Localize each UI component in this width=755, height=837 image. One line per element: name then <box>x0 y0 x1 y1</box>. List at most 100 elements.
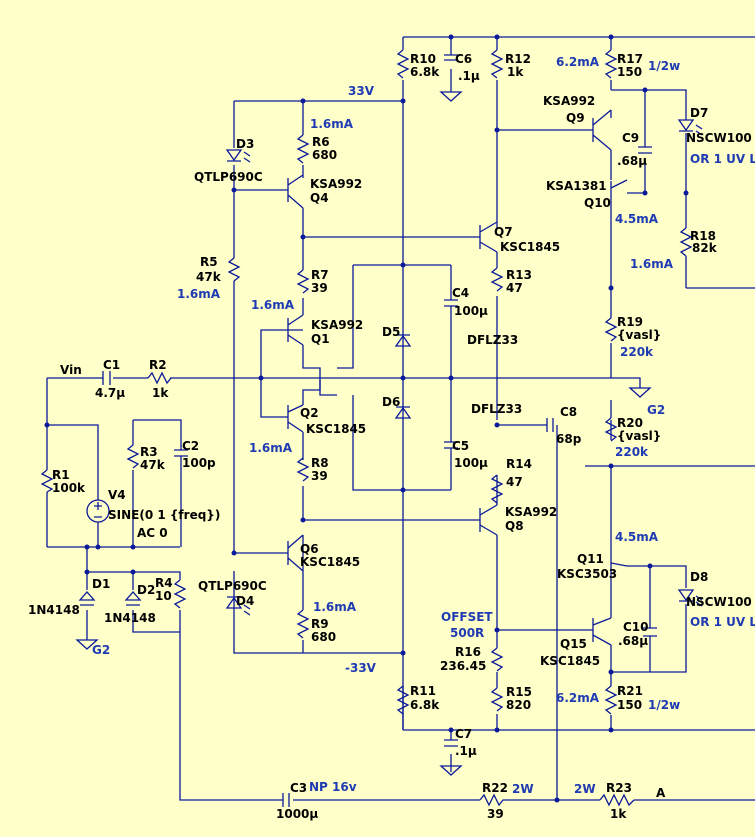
c7-value: .1µ <box>455 744 477 758</box>
r5-symbol <box>227 257 241 282</box>
q15-symbol <box>592 617 612 646</box>
r14-ref: R14 <box>506 457 532 471</box>
junctions <box>44 34 689 803</box>
c8-symbol <box>546 418 554 432</box>
capacitors <box>102 54 657 807</box>
r19-value: {vasl} <box>617 328 661 342</box>
q10-current: 4.5mA <box>615 212 659 226</box>
r17-value: 150 <box>617 65 642 79</box>
d7-alt: OR 1 UV LI <box>690 152 755 166</box>
q11-part: KSC3503 <box>557 567 617 581</box>
c2-value: 100p <box>182 456 216 470</box>
d2-ref: D2 <box>137 583 155 597</box>
q15-ref: Q15 <box>560 637 587 651</box>
v4-value: SINE(0 1 {freq}) <box>108 508 220 522</box>
r6-current: 1.6mA <box>310 117 354 131</box>
r13-symbol <box>490 267 504 292</box>
c1-ref: C1 <box>103 358 120 372</box>
r15-symbol <box>490 687 504 712</box>
r10-symbol <box>396 49 410 79</box>
c6-symbol <box>444 54 458 61</box>
net-33v: 33V <box>348 84 375 98</box>
q1-current: 1.6mA <box>251 298 295 312</box>
d4-symbol <box>225 596 251 616</box>
r20-value: {vasl} <box>617 429 661 443</box>
q11-ref: Q11 <box>577 552 604 566</box>
c4-value: 100µ <box>454 304 488 318</box>
net-minus-33v: -33V <box>345 661 377 675</box>
r4-value: 10 <box>155 589 172 603</box>
c9-ref: C9 <box>622 131 639 145</box>
c4-symbol <box>444 299 458 307</box>
c4-ref: C4 <box>452 286 469 300</box>
r12-value: 1k <box>507 65 524 79</box>
c10-ref: C10 <box>623 620 649 634</box>
c1-symbol <box>102 371 111 385</box>
c8-value: 68p <box>556 432 582 446</box>
c2-symbol <box>174 449 188 457</box>
grounds <box>75 91 652 776</box>
r21-power: 1/2w <box>648 698 680 712</box>
r12-symbol <box>490 49 504 79</box>
r21-symbol <box>604 685 618 715</box>
diodes <box>78 119 703 616</box>
d8-symbol <box>677 589 703 607</box>
r23-symbol <box>599 793 635 807</box>
r6-ref: R6 <box>312 135 330 149</box>
c7-symbol <box>444 739 458 747</box>
q2-symbol <box>287 404 304 433</box>
q9-part: KSA992 <box>543 94 595 108</box>
c6-ref: C6 <box>455 52 472 66</box>
d6-symbol <box>394 406 412 419</box>
r10-value: 6.8k <box>410 65 440 79</box>
r18-ref: R18 <box>690 229 716 243</box>
labels: 33V -33V Vin G2 G2 A R10 6.8k C6 .1µ R12… <box>28 52 755 821</box>
c1-value: 4.7µ <box>95 386 125 400</box>
r14-value: 47 <box>506 475 523 489</box>
d8-ref: D8 <box>690 570 708 584</box>
d8-part: NSCW100 <box>686 595 752 609</box>
q7-symbol <box>479 221 498 253</box>
c5-symbol <box>444 441 458 449</box>
q10-symbol <box>610 179 628 212</box>
transistors <box>287 109 628 646</box>
dflz33-b: DFLZ33 <box>471 402 522 416</box>
offset-value: 500R <box>450 626 484 640</box>
q7-part: KSC1845 <box>500 240 560 254</box>
d8-alt: OR 1 UV LI <box>690 615 755 629</box>
q10-part: KSA1381 <box>546 179 607 193</box>
v4-ref: V4 <box>108 488 126 502</box>
q4-symbol <box>287 174 304 209</box>
r15-ref: R15 <box>506 685 532 699</box>
dflz33-a: DFLZ33 <box>467 333 518 347</box>
r16-symbol <box>490 647 504 672</box>
q2-current: 1.6mA <box>249 441 293 455</box>
r23-value: 1k <box>610 807 627 821</box>
r8-symbol <box>296 457 310 482</box>
r15-value: 820 <box>506 698 531 712</box>
r21-value: 150 <box>617 698 642 712</box>
r22-power: 2W <box>512 782 534 796</box>
r7-ref: R7 <box>311 268 329 282</box>
r8-ref: R8 <box>311 456 329 470</box>
d7-part: NSCW100 <box>686 131 752 145</box>
d4-part: QTLP690C <box>198 579 267 593</box>
r6-value: 680 <box>312 148 337 162</box>
r23-power: 2W <box>574 782 596 796</box>
d5-symbol <box>394 334 412 347</box>
c9-value: .68µ <box>617 154 647 168</box>
r17-power: 1/2w <box>648 59 680 73</box>
r2-value: 1k <box>152 386 169 400</box>
c5-value: 100µ <box>454 456 488 470</box>
offset-label: OFFSET <box>441 610 493 624</box>
q1-part: KSA992 <box>311 318 363 332</box>
q15-part: KSC1845 <box>540 654 600 668</box>
r17-symbol <box>604 49 618 79</box>
c9-symbol <box>638 146 652 154</box>
d1-symbol <box>78 591 96 606</box>
c10-symbol <box>643 627 657 637</box>
c8-ref: C8 <box>560 405 577 419</box>
r5-value: 47k <box>196 270 222 284</box>
r3-symbol <box>126 444 140 469</box>
